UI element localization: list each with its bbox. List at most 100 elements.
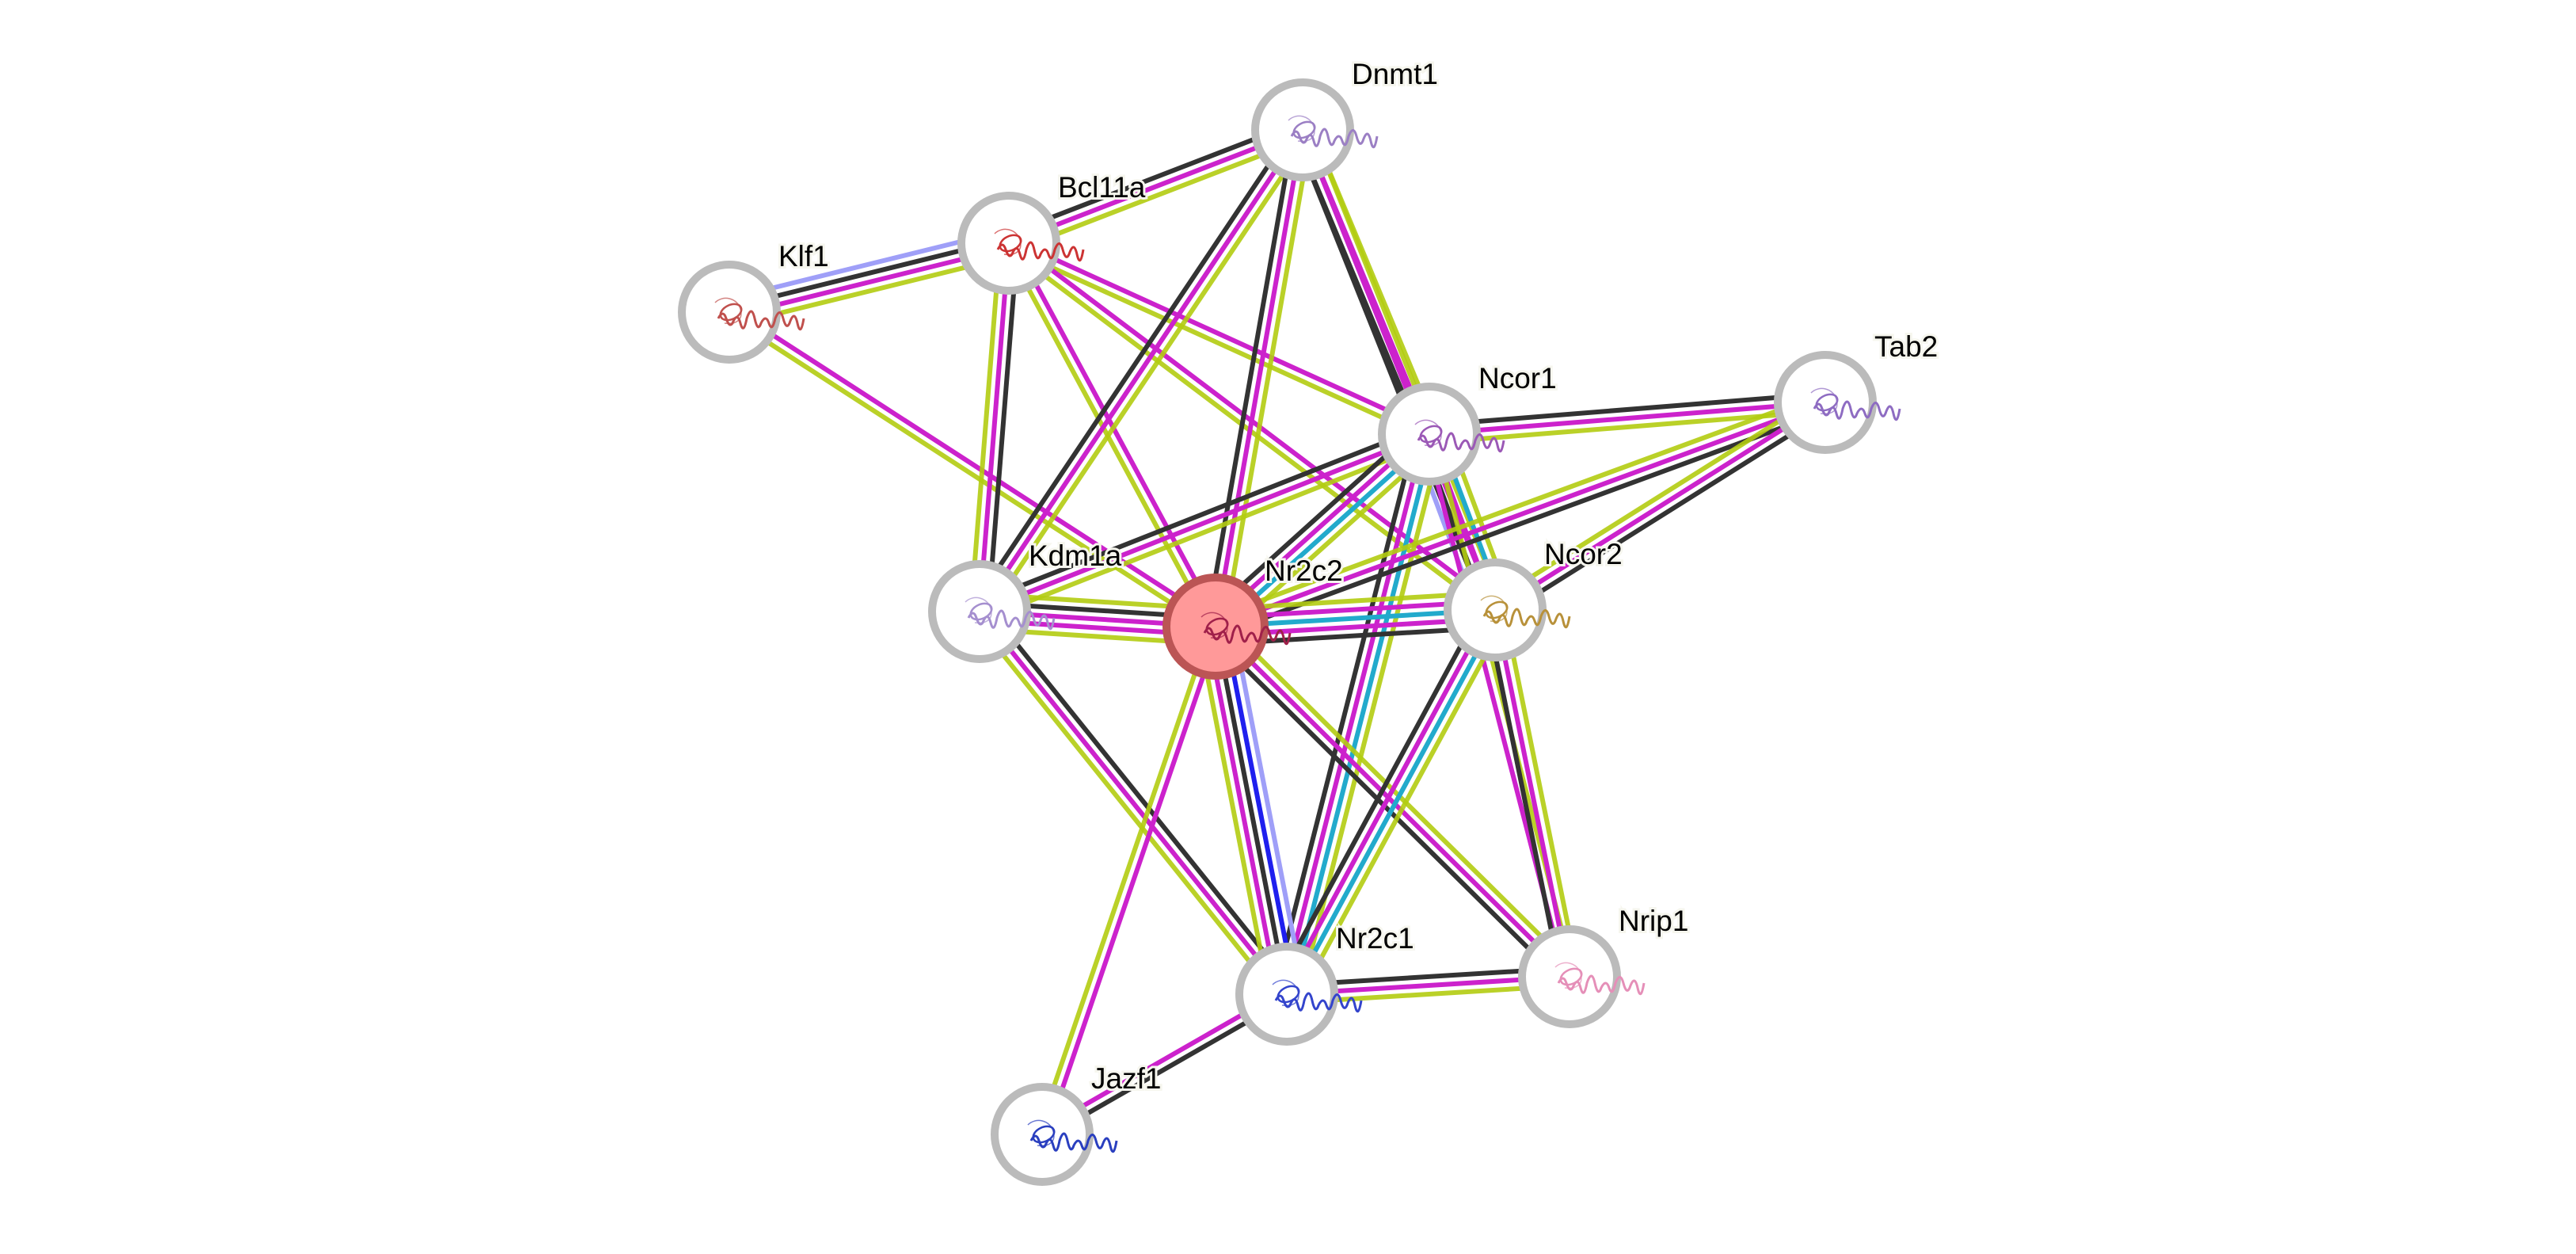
evidence-line-textmining bbox=[725, 314, 1215, 633]
evidence-line-experiments bbox=[1429, 400, 1826, 436]
protein-structure-icon bbox=[1272, 979, 1363, 1013]
evidence-line-experiments bbox=[977, 610, 1289, 996]
protein-structure-icon bbox=[994, 228, 1085, 262]
protein-structure-icon bbox=[714, 297, 805, 331]
evidence-line-experiments bbox=[730, 306, 1220, 625]
protein-structure-icon bbox=[1200, 612, 1292, 646]
node-dnmt1[interactable]: Dnmt1 bbox=[1251, 55, 1440, 181]
evidence-line-gene-fusion bbox=[1230, 623, 1307, 992]
node-ncor1[interactable]: Ncor1 bbox=[1378, 360, 1559, 486]
evidence-line-coexpression bbox=[1204, 128, 1297, 626]
protein-structure-icon bbox=[1414, 419, 1505, 453]
node-label: Nr2c1 bbox=[1336, 922, 1414, 955]
evidence-line-coexpression bbox=[985, 243, 1020, 613]
evidence-line-coexpression bbox=[1428, 391, 1825, 429]
node-klf1[interactable]: Klf1 bbox=[678, 238, 831, 364]
evidence-line-coexpression bbox=[1273, 602, 1486, 989]
evidence-line-experiments bbox=[1213, 129, 1305, 627]
node-circle[interactable] bbox=[678, 261, 781, 364]
evidence-line-databases bbox=[1288, 611, 1501, 998]
node-circle[interactable] bbox=[1251, 78, 1354, 181]
evidence-line-textmining bbox=[1196, 629, 1273, 998]
node-label: Jazf1 bbox=[1091, 1062, 1161, 1095]
edge-ncor2-nr2c1[interactable] bbox=[1273, 602, 1509, 1002]
node-circle[interactable] bbox=[928, 560, 1031, 663]
node-nr2c1[interactable]: Nr2c1 bbox=[1235, 920, 1417, 1046]
evidence-line-textmining bbox=[984, 133, 1312, 618]
evidence-line-textmining bbox=[971, 616, 1282, 1001]
evidence-line-experiments bbox=[977, 242, 1011, 612]
node-jazf1[interactable]: Jazf1 bbox=[991, 1060, 1163, 1186]
evidence-line-textmining bbox=[968, 242, 1003, 612]
protein-structure-icon bbox=[1810, 387, 1901, 421]
evidence-line-coexpression bbox=[1217, 408, 1829, 638]
protein-structure-icon bbox=[1027, 1119, 1118, 1153]
evidence-line-textmining bbox=[981, 440, 1434, 623]
edge-bcl11a-ncor1[interactable] bbox=[1006, 237, 1433, 440]
node-circle[interactable] bbox=[991, 1083, 1094, 1186]
evidence-line-coexpression bbox=[1208, 631, 1566, 985]
node-circle[interactable] bbox=[957, 192, 1060, 295]
edge-nr2c2-jazf1[interactable] bbox=[1035, 624, 1223, 1137]
node-kdm1a[interactable]: Kdm1a bbox=[928, 537, 1124, 663]
evidence-line-databases bbox=[1288, 434, 1436, 997]
evidence-line-coexpression bbox=[975, 423, 1428, 606]
node-label: Dnmt1 bbox=[1352, 58, 1438, 90]
node-label: Ncor2 bbox=[1544, 538, 1623, 570]
protein-structure-icon bbox=[1554, 962, 1646, 996]
evidence-line-experiments bbox=[978, 432, 1431, 614]
evidence-line-experiments bbox=[1213, 624, 1572, 979]
edge-dnmt1-nr2c2[interactable] bbox=[1204, 128, 1314, 629]
evidence-line-textmining bbox=[1035, 624, 1214, 1134]
node-nrip1[interactable]: Nrip1 bbox=[1518, 902, 1691, 1028]
node-circle[interactable] bbox=[1235, 943, 1338, 1046]
node-ncor2[interactable]: Ncor2 bbox=[1444, 536, 1625, 661]
node-nr2c2[interactable]: Nr2c2 bbox=[1162, 552, 1345, 680]
edge-klf1-nr2c2[interactable] bbox=[725, 306, 1220, 633]
node-tab2[interactable]: Tab2 bbox=[1774, 328, 1940, 454]
evidence-line-textmining bbox=[1212, 391, 1824, 621]
evidence-line-coexpression bbox=[970, 124, 1298, 608]
evidence-line-textmining bbox=[1489, 393, 1822, 605]
edge-kdm1a-nr2c1[interactable] bbox=[971, 604, 1296, 1001]
node-label: Kdm1a bbox=[1029, 539, 1122, 572]
evidence-line-coexpression bbox=[1484, 611, 1564, 979]
node-bcl11a[interactable]: Bcl11a bbox=[957, 169, 1148, 295]
node-circle[interactable] bbox=[1518, 925, 1621, 1028]
edge-ncor1-kdm1a[interactable] bbox=[975, 423, 1434, 623]
node-circle[interactable] bbox=[1774, 351, 1877, 454]
query-node-circle[interactable] bbox=[1162, 574, 1269, 680]
evidence-line-experiments bbox=[1007, 128, 1304, 246]
evidence-line-coexpression bbox=[1213, 626, 1289, 995]
protein-structure-icon bbox=[1480, 595, 1571, 629]
evidence-line-coexpression bbox=[984, 604, 1296, 990]
evidence-line-experiments bbox=[1214, 400, 1827, 629]
evidence-line-textmining bbox=[1006, 245, 1429, 440]
edge-nr2c2-nr2c1[interactable] bbox=[1196, 623, 1307, 998]
node-label: Nrip1 bbox=[1619, 905, 1688, 937]
evidence-line-textmining bbox=[1221, 131, 1314, 629]
node-circle[interactable] bbox=[1378, 383, 1481, 486]
node-label: Bcl11a bbox=[1058, 171, 1146, 204]
evidence-line-experiments bbox=[1280, 606, 1493, 993]
edge-bcl11a-kdm1a[interactable] bbox=[968, 242, 1020, 613]
edge-ncor2-nrip1[interactable] bbox=[1484, 608, 1581, 979]
edge-bcl11a-dnmt1[interactable] bbox=[1004, 119, 1307, 254]
edge-dnmt1-kdm1a[interactable] bbox=[970, 124, 1312, 618]
node-label: Ncor1 bbox=[1478, 362, 1557, 394]
evidence-line-experiments bbox=[977, 128, 1305, 613]
evidence-line-experiments bbox=[1010, 239, 1222, 626]
protein-structure-icon bbox=[1288, 115, 1379, 149]
evidence-line-cooccurrence bbox=[1221, 624, 1298, 993]
evidence-line-coexpression bbox=[1004, 119, 1301, 238]
edge-tab2-nr2c2[interactable] bbox=[1212, 391, 1829, 638]
node-circle[interactable] bbox=[1444, 558, 1547, 661]
node-label: Tab2 bbox=[1874, 330, 1938, 363]
protein-structure-icon bbox=[965, 597, 1056, 631]
evidence-line-experiments bbox=[1044, 627, 1223, 1137]
evidence-line-textmining bbox=[1010, 135, 1307, 254]
evidence-line-textmining bbox=[1501, 608, 1581, 976]
edge-tab2-ncor2[interactable] bbox=[1489, 393, 1832, 619]
